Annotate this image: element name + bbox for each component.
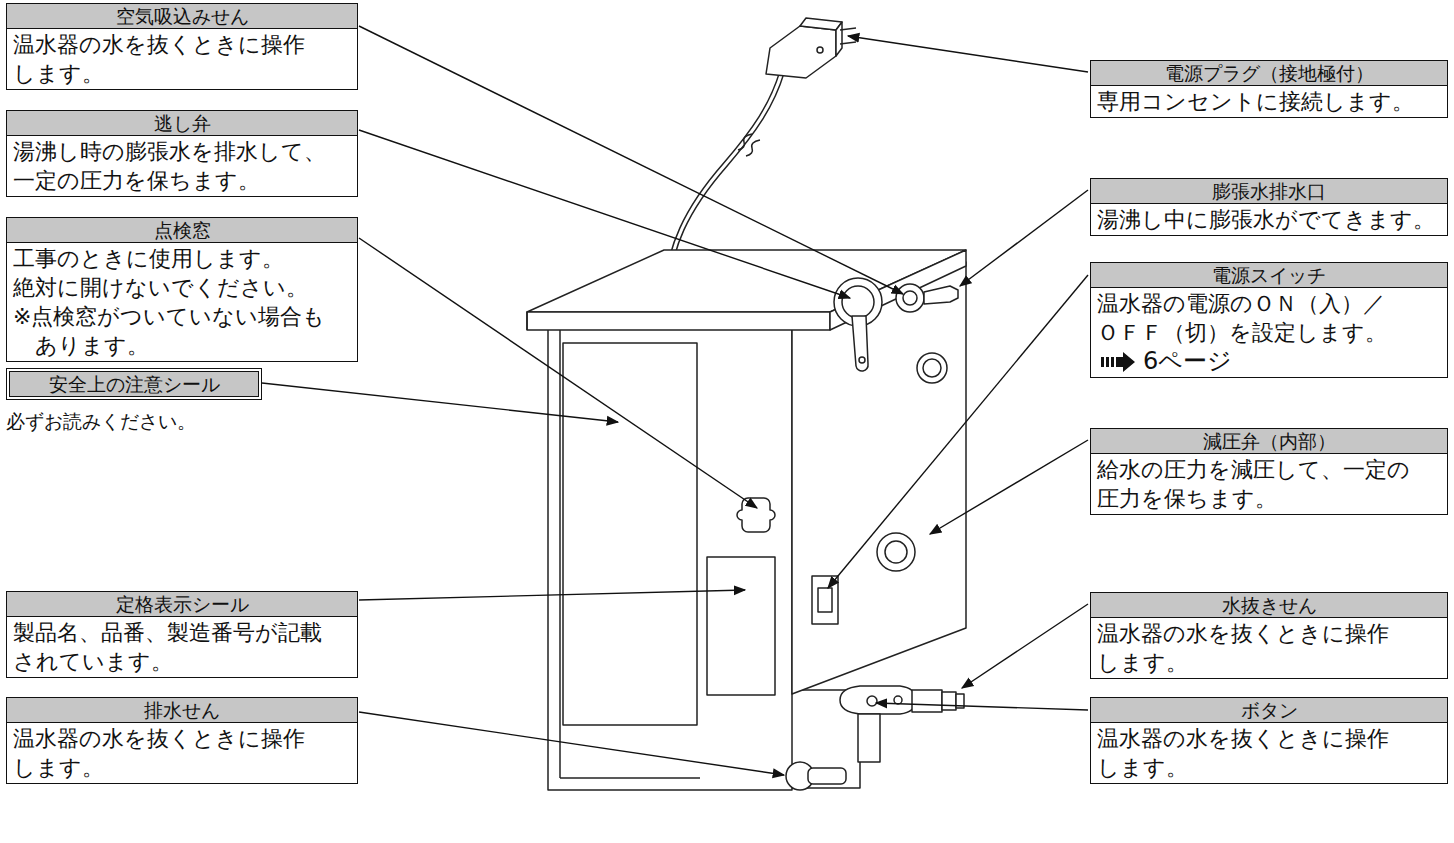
callout-heading: 電源プラグ（接地極付） — [1090, 60, 1448, 86]
callout-text: 6ページ — [1143, 347, 1232, 376]
callout-body: 温水器の水を抜くときに操作 します。 — [6, 723, 358, 784]
callout-heading: 点検窓 — [6, 217, 358, 243]
callout-text: 工事のときに使用します。 — [13, 244, 351, 273]
callout-body: 湯沸し中に膨張水がでてきます。 — [1090, 204, 1448, 236]
page-arrow-icon — [1101, 352, 1135, 372]
callout-text: 湯沸し時の膨張水を排水して、 一定の圧力を保ちます。 — [13, 137, 351, 195]
callout-heading: 膨張水排水口 — [1090, 178, 1448, 204]
callout-heading: 水抜きせん — [1090, 592, 1448, 618]
double-frame: 安全上の注意シール — [6, 368, 262, 400]
callout-box: 電源スイッチ温水器の電源のＯＮ（入）／ ＯＦＦ（切）を設定します。6ページ — [1090, 262, 1448, 378]
callout-text: 温水器の水を抜くときに操作 します。 — [1097, 619, 1441, 677]
callout-text: 温水器の電源のＯＮ（入）／ ＯＦＦ（切）を設定します。 — [1097, 289, 1441, 347]
page-reference: 6ページ — [1097, 347, 1441, 376]
callout-box: 定格表示シール製品名、品番、製造番号が記載 されています。 — [6, 591, 358, 678]
callout-box: 安全上の注意シール必ずお読みください。 — [6, 368, 262, 434]
callout-text: 湯沸し中に膨張水がでてきます。 — [1097, 205, 1441, 234]
callout-text: 温水器の水を抜くときに操作 します。 — [1097, 724, 1441, 782]
callout-heading: 排水せん — [6, 697, 358, 723]
callout-box: 減圧弁（内部）給水の圧力を減圧して、一定の 圧力を保ちます。 — [1090, 428, 1448, 515]
callout-text: ※点検窓がついていない場合も あります。 — [13, 302, 351, 360]
callout-body: 温水器の水を抜くときに操作 します。 — [1090, 618, 1448, 679]
callout-text: 製品名、品番、製造番号が記載 されています。 — [13, 618, 351, 676]
callout-text: 専用コンセントに接続します。 — [1097, 87, 1441, 116]
callout-heading: 安全上の注意シール — [9, 371, 259, 397]
callout-heading: ボタン — [1090, 697, 1448, 723]
callout-box: 排水せん温水器の水を抜くときに操作 します。 — [6, 697, 358, 784]
callout-text: 温水器の水を抜くときに操作 します。 — [13, 30, 351, 88]
leader-line — [262, 26, 1088, 775]
callout-text: 給水の圧力を減圧して、一定の 圧力を保ちます。 — [1097, 455, 1441, 513]
callout-box: 逃し弁湯沸し時の膨張水を排水して、 一定の圧力を保ちます。 — [6, 110, 358, 197]
callout-text: 必ずお読みください。 — [6, 408, 262, 434]
callout-box: 点検窓工事のときに使用します。絶対に開けないでください。※点検窓がついていない場… — [6, 217, 358, 362]
callout-body: 温水器の水を抜くときに操作 します。 — [1090, 723, 1448, 784]
callout-heading: 定格表示シール — [6, 591, 358, 617]
callout-box: 膨張水排水口湯沸し中に膨張水がでてきます。 — [1090, 178, 1448, 236]
callout-box: 電源プラグ（接地極付）専用コンセントに接続します。 — [1090, 60, 1448, 118]
callout-body: 専用コンセントに接続します。 — [1090, 86, 1448, 118]
callout-box: ボタン温水器の水を抜くときに操作 します。 — [1090, 697, 1448, 784]
callout-body: 温水器の水を抜くときに操作 します。 — [6, 29, 358, 90]
callout-box: 空気吸込みせん温水器の水を抜くときに操作 します。 — [6, 3, 358, 90]
callout-text: 温水器の水を抜くときに操作 します。 — [13, 724, 351, 782]
callout-body: 給水の圧力を減圧して、一定の 圧力を保ちます。 — [1090, 454, 1448, 515]
callout-body: 工事のときに使用します。絶対に開けないでください。※点検窓がついていない場合も … — [6, 243, 358, 362]
callout-body: 必ずお読みください。 — [6, 400, 262, 434]
callout-heading: 空気吸込みせん — [6, 3, 358, 29]
callout-body: 製品名、品番、製造番号が記載 されています。 — [6, 617, 358, 678]
callout-heading: 逃し弁 — [6, 110, 358, 136]
callout-heading: 電源スイッチ — [1090, 262, 1448, 288]
callout-box: 水抜きせん温水器の水を抜くときに操作 します。 — [1090, 592, 1448, 679]
callout-body: 湯沸し時の膨張水を排水して、 一定の圧力を保ちます。 — [6, 136, 358, 197]
callout-text: 絶対に開けないでください。 — [13, 273, 351, 302]
callout-heading: 減圧弁（内部） — [1090, 428, 1448, 454]
callout-body: 温水器の電源のＯＮ（入）／ ＯＦＦ（切）を設定します。6ページ — [1090, 288, 1448, 378]
